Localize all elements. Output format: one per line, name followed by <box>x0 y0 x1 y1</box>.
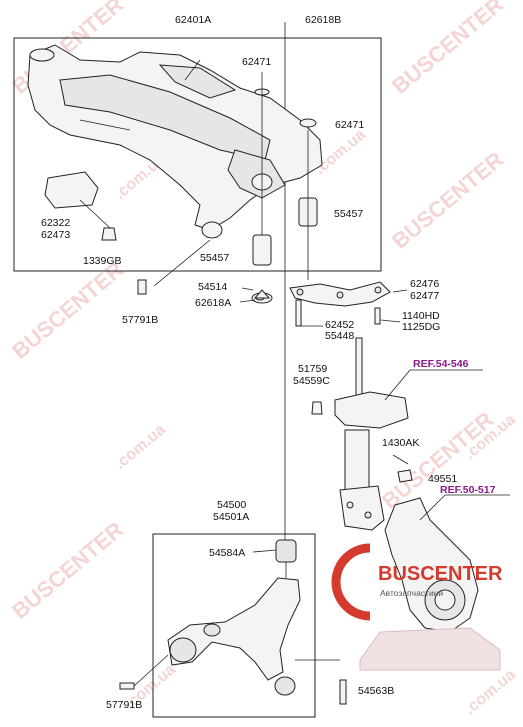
logo-brand: BUSCENTER <box>378 563 503 585</box>
part-label: 1125DG <box>402 321 440 333</box>
nut-part <box>397 469 413 483</box>
part-label: 62401A <box>175 14 211 26</box>
bushing-part <box>252 234 272 266</box>
part-label: 62477 <box>410 290 439 302</box>
part-label: 49551 <box>428 473 457 485</box>
strut-assembly <box>334 337 409 531</box>
ref-link-54-546[interactable]: REF.54-546 <box>413 358 469 370</box>
part-label: 55457 <box>334 208 363 220</box>
subframe-box <box>13 37 382 272</box>
bolt-part <box>137 279 147 295</box>
washer-part <box>299 118 317 128</box>
bolt-part <box>374 307 381 325</box>
part-label: 62452 <box>325 319 354 331</box>
logo-arc-icon <box>331 543 371 621</box>
leader-line <box>79 199 111 229</box>
leader-line <box>384 369 411 401</box>
part-label: 54501A <box>213 511 249 523</box>
bolt-part <box>119 682 135 690</box>
leader-line <box>153 239 211 287</box>
part-label: 1339GB <box>83 255 122 267</box>
watermark-text: BUSCENTER <box>7 257 128 364</box>
part-label: 62322 <box>41 217 70 229</box>
watermark-domain: .com.ua <box>462 666 519 718</box>
bolt-part <box>339 679 347 705</box>
nut-part <box>101 227 117 241</box>
logo-tagline: Автозапчастини <box>380 588 443 598</box>
bracket-part <box>44 171 99 209</box>
leader-line <box>241 287 254 291</box>
bushing-part <box>275 539 297 563</box>
part-label: 57791B <box>106 699 142 711</box>
ref-link-50-517[interactable]: REF.50-517 <box>440 484 496 496</box>
part-label: 55457 <box>200 252 229 264</box>
leader-line <box>380 319 401 323</box>
part-label: 54563B <box>358 685 394 697</box>
leader-line <box>239 299 256 303</box>
lower-control-arm <box>119 539 347 705</box>
part-label: 62471 <box>242 56 271 68</box>
leader-line <box>392 454 409 465</box>
van-silhouette-icon <box>359 627 501 671</box>
part-label: 62473 <box>41 229 70 241</box>
part-label: 1430AK <box>382 437 419 449</box>
watermark-text: BUSCENTER <box>387 147 508 254</box>
leader-line <box>252 549 277 553</box>
part-label: 54500 <box>217 499 246 511</box>
part-label: 62471 <box>335 119 364 131</box>
lower-arm-box <box>152 533 316 718</box>
part-label: 1140HD <box>402 310 440 322</box>
part-label: 55448 <box>325 330 354 342</box>
part-label: 54559C <box>293 375 330 387</box>
part-label: 62618B <box>305 14 341 26</box>
nut-part <box>253 289 271 299</box>
part-label: 54584A <box>209 547 245 559</box>
steering-knuckle <box>384 494 510 633</box>
leader-line <box>392 289 408 293</box>
bolt-part <box>295 299 302 327</box>
watermark-text: BUSCENTER <box>387 0 508 99</box>
part-label: 62476 <box>410 278 439 290</box>
part-label: 57791B <box>122 314 158 326</box>
nut-part <box>311 401 323 415</box>
part-label: 54514 <box>198 281 227 293</box>
watermark-domain: .com.ua <box>112 421 169 473</box>
part-label: 62618A <box>195 297 231 309</box>
part-label: 51759 <box>298 363 327 375</box>
watermark-text: BUSCENTER <box>7 517 128 624</box>
brand-logo: BUSCENTER Автозапчастини <box>331 543 503 671</box>
front-subframe <box>27 44 323 239</box>
